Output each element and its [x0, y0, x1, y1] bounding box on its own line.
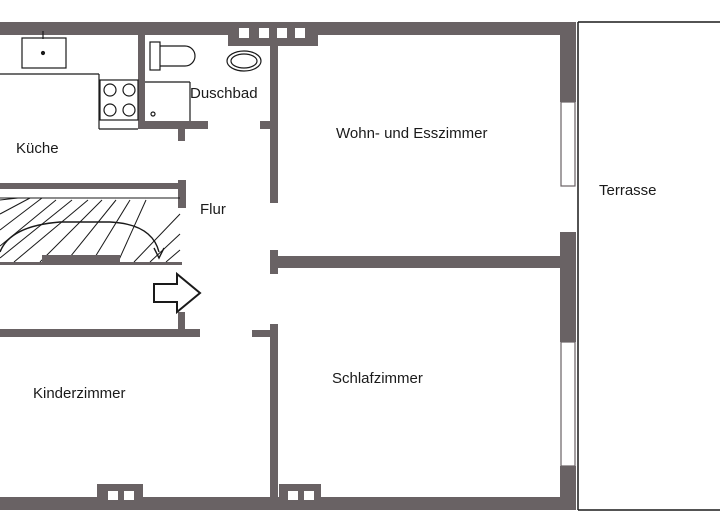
room-label-terrasse: Terrasse	[599, 182, 657, 199]
kinder-top-wall	[0, 329, 200, 337]
stair-top-wall	[0, 183, 186, 189]
shower-drain	[150, 111, 156, 117]
stair-landing	[42, 255, 120, 263]
staircase	[0, 197, 181, 263]
room-label-wohn: Wohn- und Esszimmer	[336, 125, 487, 142]
right-wall-middle	[560, 232, 576, 342]
stove-body	[99, 79, 139, 121]
bedroom-left-wall	[270, 324, 278, 504]
room-label-duschbad: Duschbad	[190, 85, 258, 102]
bottom-window-block-left	[97, 484, 143, 510]
room-label-schlaf: Schlafzimmer	[332, 370, 423, 387]
living-left-wall	[270, 35, 278, 203]
sink	[21, 31, 67, 69]
living-bedroom-wall	[278, 256, 568, 268]
bath-stub	[178, 121, 185, 141]
bath-bottom-wall	[138, 121, 208, 129]
arrow-right-icon	[153, 271, 202, 315]
kinder-stub	[178, 312, 185, 334]
kitchen-counter	[0, 73, 138, 130]
right-wall-upper	[560, 22, 576, 102]
window-living	[560, 101, 576, 187]
door-frame-lower	[252, 330, 278, 337]
sink-basin	[21, 37, 67, 69]
burner-icon	[122, 83, 136, 97]
burner-icon	[103, 83, 117, 97]
walls	[0, 22, 576, 510]
burner-icon	[122, 103, 136, 117]
stair-right-post	[178, 180, 186, 208]
bath-fixtures	[145, 41, 262, 121]
burner-icon	[103, 103, 117, 117]
toilet-tank	[149, 41, 161, 71]
door-frame-middle	[270, 250, 278, 274]
bath-left-wall	[138, 35, 145, 123]
door-frame-upper	[260, 121, 278, 129]
room-label-flur: Flur	[200, 201, 226, 218]
room-label-kinder: Kinderzimmer	[33, 385, 126, 402]
toilet-bowl	[160, 45, 196, 67]
stair-direction-curve	[0, 221, 160, 253]
right-wall-lower	[560, 466, 576, 510]
stair-bottom-line	[0, 262, 182, 265]
windows-right	[560, 101, 576, 467]
window-bedroom	[560, 341, 576, 467]
washbasin	[226, 50, 262, 72]
curved-arrow-icon	[153, 247, 165, 260]
terrace	[577, 21, 720, 511]
stove	[99, 79, 139, 121]
window-panes-top	[108, 28, 314, 500]
room-label-kueche: Küche	[16, 140, 59, 157]
bottom-window-block-right	[279, 484, 321, 510]
